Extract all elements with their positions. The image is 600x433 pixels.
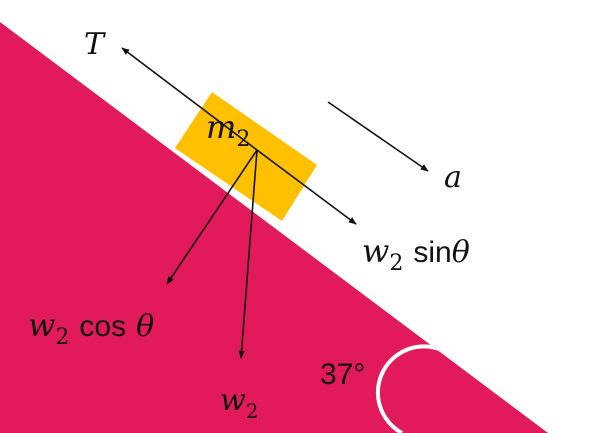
acceleration-label: a [444,160,462,195]
block [175,92,317,221]
tension-label: T [84,27,106,62]
weight-arrow [238,149,258,359]
angle-label: 37° [320,358,365,391]
tension-arrow [121,47,258,151]
weight-label: w2 [220,383,258,423]
angle-arc [375,344,447,433]
acceleration-arrow [327,101,429,172]
parallel-component-arrow [256,149,357,225]
inclined-plane [0,22,548,433]
perpendicular-component-arrow [166,149,258,285]
block-label: m2 [206,108,250,152]
